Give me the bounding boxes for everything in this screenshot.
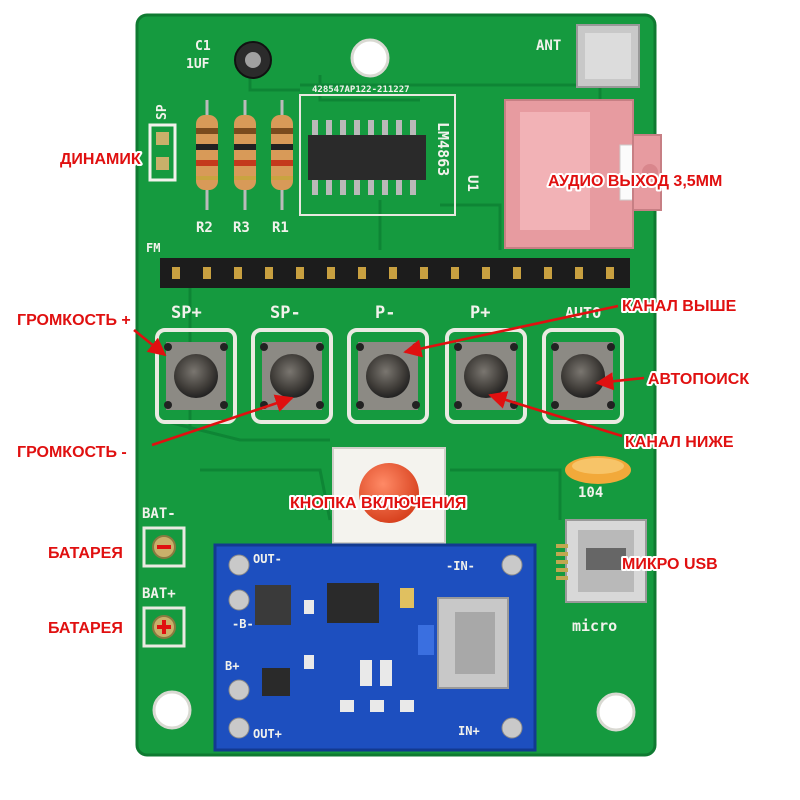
- in-plus-label: IN+: [458, 724, 480, 738]
- sp-label: SP: [155, 104, 170, 120]
- autoscan-button[interactable]: [542, 328, 624, 424]
- channel-down-button[interactable]: [445, 328, 527, 424]
- out-minus-label: OUT-: [253, 552, 282, 566]
- ant-label: ANT: [536, 38, 561, 54]
- charger-module: [213, 543, 537, 752]
- chip-name-label: LM4863: [434, 122, 452, 176]
- channel-up-button[interactable]: [347, 328, 429, 424]
- b-plus-label: B+: [225, 659, 239, 673]
- audio-jack: [504, 99, 662, 249]
- c1-label: C1: [195, 39, 211, 54]
- c1-value-label: 1UF: [186, 57, 210, 72]
- u1-label: U1: [464, 175, 480, 192]
- mount-hole: [596, 692, 636, 732]
- autoscan-callout: АВТОПОИСК: [648, 371, 749, 388]
- resistor-r1: [271, 100, 293, 210]
- ceramic-capacitor-104: [565, 456, 631, 484]
- channel-up-arrow: [403, 304, 619, 358]
- sp-plus-label: SP+: [171, 303, 202, 323]
- autoscan-arrow: [595, 372, 645, 391]
- resistor-r3: [234, 100, 256, 210]
- in-minus-label: -IN-: [446, 559, 475, 573]
- fm-label: FM: [146, 241, 160, 255]
- channel-down-callout: КАНАЛ НИЖЕ: [625, 434, 734, 451]
- audio-out-callout: АУДИО ВЫХОД 3,5ММ: [548, 173, 722, 190]
- volume-down-arrow: [151, 394, 294, 447]
- micro-label: micro: [572, 617, 617, 635]
- mount-hole: [152, 690, 192, 730]
- p-plus-label: P+: [470, 303, 490, 323]
- volume-down-button[interactable]: [251, 328, 333, 424]
- volume-down-callout: ГРОМКОСТЬ -: [17, 444, 127, 461]
- fm-pin-header: [160, 258, 630, 288]
- micro-usb-port[interactable]: [556, 519, 647, 603]
- out-plus-label: OUT+: [253, 727, 282, 741]
- speaker-callout: ДИНАМИК: [60, 151, 141, 168]
- power-button[interactable]: [332, 447, 446, 544]
- cap-104-label: 104: [578, 485, 603, 501]
- battery-minus-callout: БАТАРЕЯ: [48, 545, 123, 562]
- p-minus-label: P-: [375, 303, 395, 323]
- chip-code-label: 428547AP122-211227: [312, 85, 410, 95]
- r2-label: R2: [196, 220, 213, 236]
- power-button-callout: КНОПКА ВКЛЮЧЕНИЯ: [290, 495, 466, 512]
- mount-hole: [350, 38, 390, 78]
- amplifier-chip: [308, 120, 426, 195]
- sp-minus-label: SP-: [270, 303, 301, 323]
- volume-up-callout: ГРОМКОСТЬ +: [17, 312, 131, 329]
- volume-up-arrow: [133, 328, 167, 357]
- micro-usb-callout: МИКРО USB: [622, 556, 718, 573]
- r3-label: R3: [233, 220, 250, 236]
- fm-module-outline: [299, 94, 456, 216]
- bat-minus-label: BAT-: [142, 506, 176, 522]
- channel-down-arrow: [488, 391, 623, 438]
- resistor-r2: [196, 100, 218, 210]
- b-minus-label: -B-: [232, 617, 254, 631]
- channel-up-callout: КАНАЛ ВЫШЕ: [622, 298, 737, 315]
- speaker-connector: [148, 123, 177, 182]
- battery-plus-callout: БАТАРЕЯ: [48, 620, 123, 637]
- bat-plus-label: BAT+: [142, 586, 176, 602]
- minus-mark-icon: [157, 545, 171, 549]
- r1-label: R1: [272, 220, 289, 236]
- volume-up-button[interactable]: [155, 328, 237, 424]
